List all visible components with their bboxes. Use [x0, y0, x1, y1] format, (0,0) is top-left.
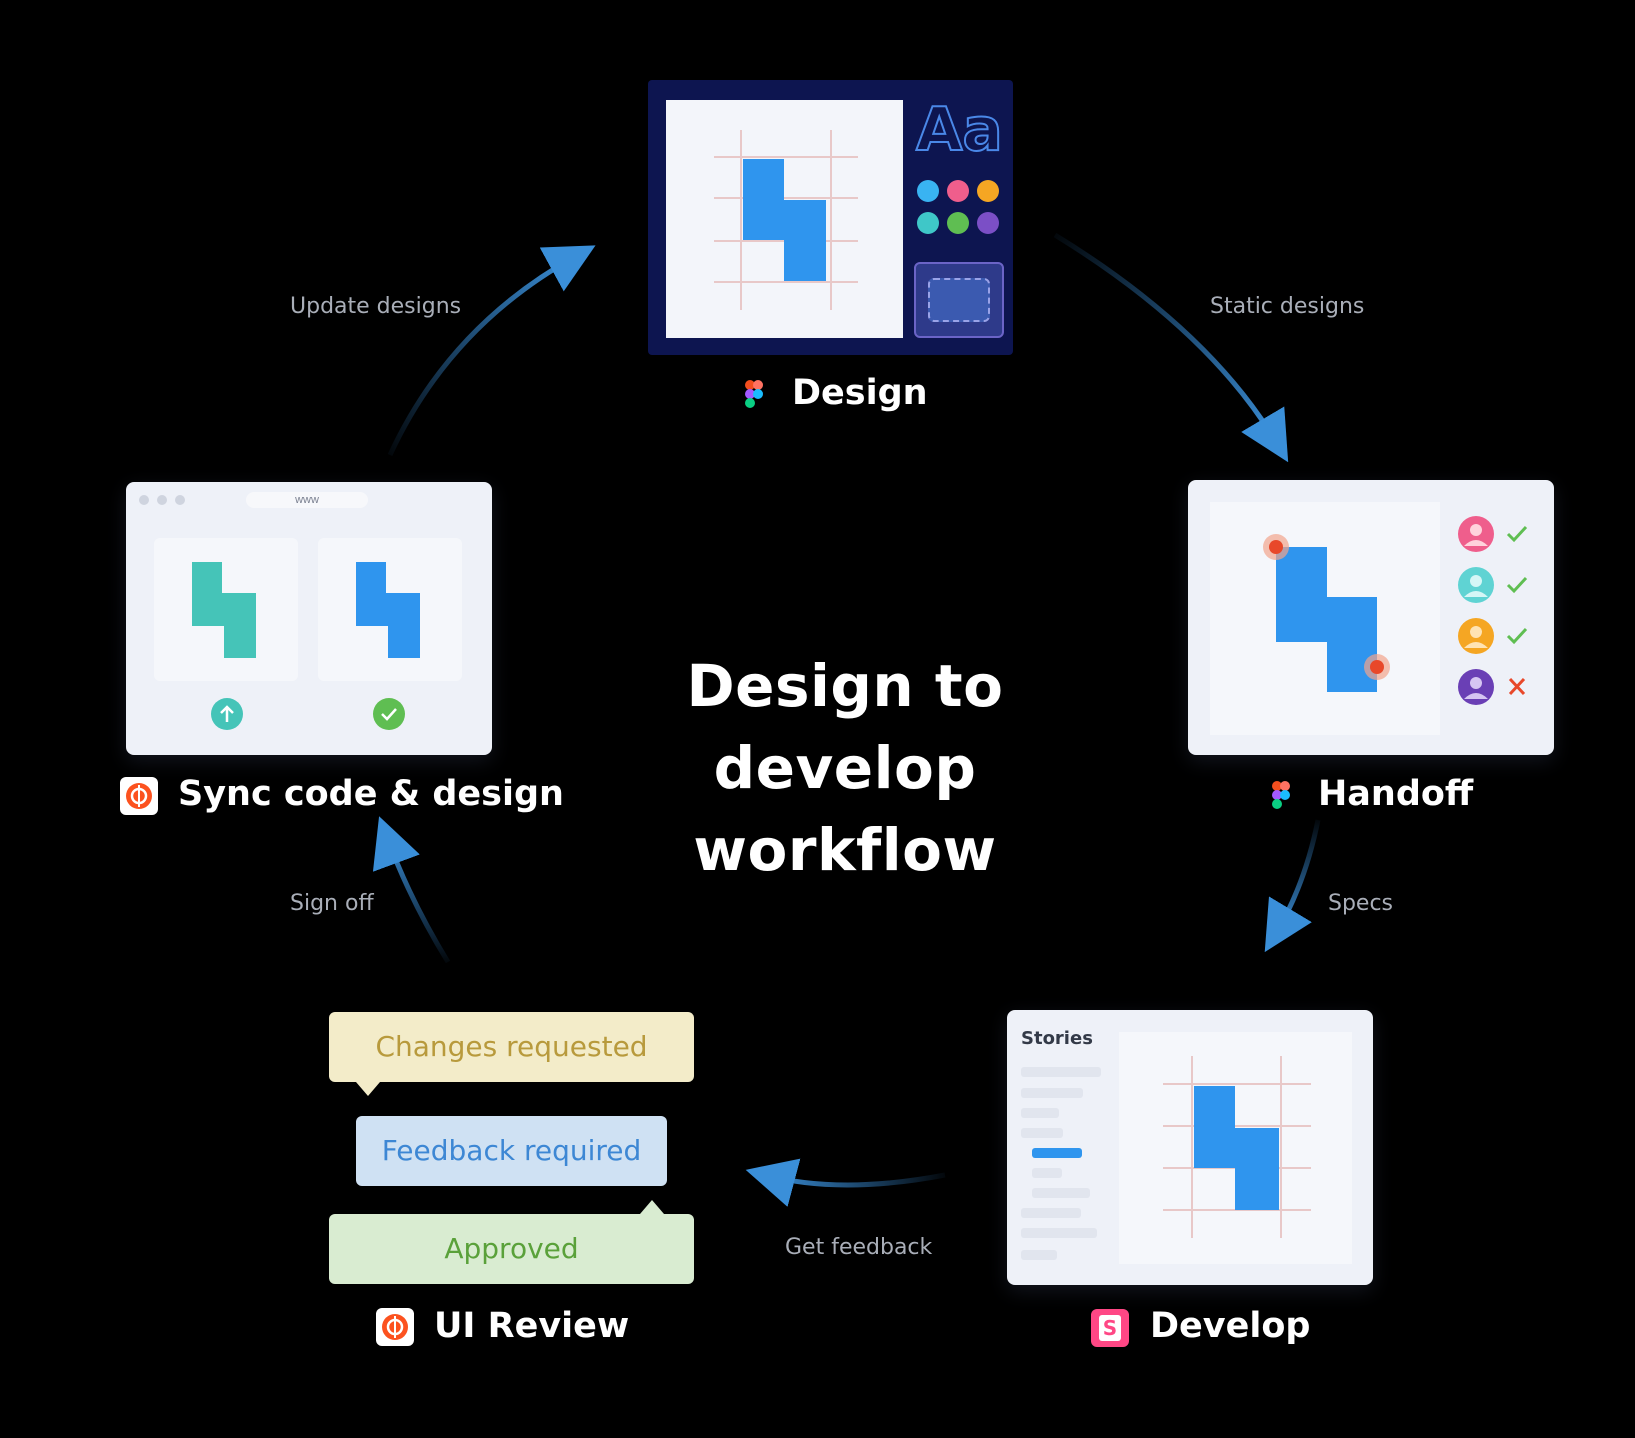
edge-label-get-feedback: Get feedback [785, 1235, 933, 1260]
figma-icon [745, 380, 763, 408]
component-inner-frame [928, 278, 990, 322]
develop-card: Stories [1007, 1010, 1373, 1285]
develop-label: Develop [1150, 1306, 1311, 1346]
active-story-indicator [1032, 1148, 1082, 1158]
arrow-design-to-handoff [1053, 232, 1289, 463]
handoff-card [1188, 480, 1554, 755]
arrow-handoff-to-develop [1264, 819, 1321, 953]
sync-label: Sync code & design [178, 774, 564, 814]
design-canvas [666, 100, 903, 338]
code-preview-panel [154, 538, 298, 681]
handoff-label: Handoff [1318, 774, 1474, 814]
design-preview-panel [318, 538, 462, 681]
arrow-review-to-sync [372, 816, 451, 964]
color-palette-icon [917, 180, 999, 234]
storybook-icon: S [1091, 1309, 1129, 1347]
sync-browser-card: www [126, 482, 492, 755]
title-line-1: Design to develop [686, 652, 1004, 802]
address-bar: www [246, 492, 368, 508]
status-changes-requested: Changes requested [329, 1012, 694, 1082]
check-icon [1506, 525, 1528, 543]
check-circle-icon [373, 698, 405, 730]
reviewer-avatar-2 [1458, 567, 1494, 603]
speech-tail [356, 1082, 380, 1096]
handoff-spec-illustration [1263, 534, 1390, 692]
edge-label-specs: Specs [1328, 891, 1394, 916]
edge-label-sign-off: Sign off [290, 891, 374, 916]
reviewer-list [1458, 516, 1528, 705]
status-feedback-required: Feedback required [356, 1116, 667, 1186]
reject-icon [1508, 677, 1526, 696]
chromatic-icon [120, 777, 158, 815]
stories-title: Stories [1021, 1028, 1093, 1049]
check-icon [1506, 627, 1528, 645]
window-controls [139, 495, 185, 505]
design-card: Aa [648, 80, 1013, 355]
arrow-develop-to-review [745, 1158, 946, 1207]
chromatic-icon [376, 1308, 414, 1346]
handoff-canvas [1210, 502, 1440, 735]
arrow-sync-to-design [387, 245, 596, 457]
title-line-2: workflow [693, 816, 997, 884]
reviewer-avatar-3 [1458, 618, 1494, 654]
design-layout-illustration [714, 130, 858, 310]
check-icon [1506, 576, 1528, 594]
edge-label-static-designs: Static designs [1210, 294, 1365, 319]
story-preview [1119, 1032, 1352, 1264]
speech-tail [640, 1200, 664, 1214]
reviewer-avatar-1 [1458, 516, 1494, 552]
component-frame-icon [914, 262, 1004, 338]
edge-label-update-designs: Update designs [290, 294, 462, 319]
typography-sample-icon: Aa [915, 95, 1004, 165]
reviewer-avatar-4 [1458, 669, 1494, 705]
ui-review-label: UI Review [434, 1306, 630, 1346]
story-component-illustration [1163, 1056, 1311, 1238]
diagram-title: Design to develop workflow [560, 645, 1130, 891]
status-approved: Approved [329, 1214, 694, 1284]
figma-icon [1272, 781, 1290, 809]
design-label: Design [792, 373, 928, 413]
upload-icon [211, 698, 243, 730]
